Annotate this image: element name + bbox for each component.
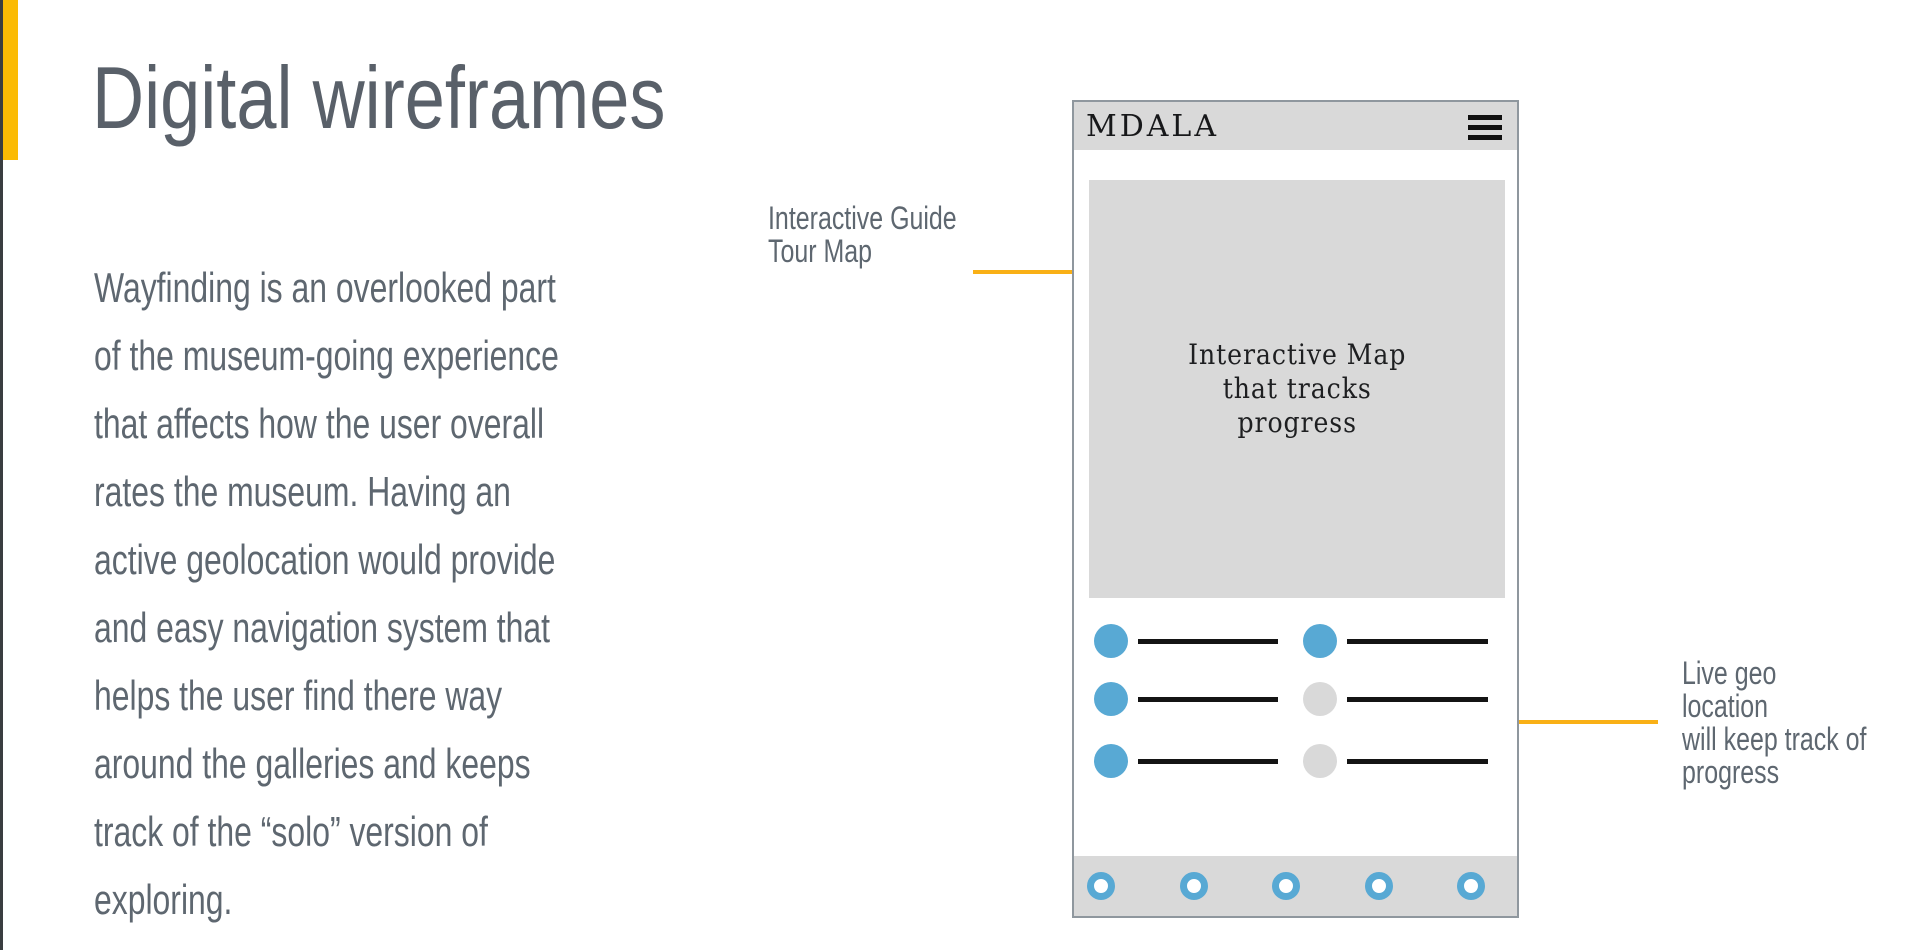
app-title: MDALA xyxy=(1086,109,1220,144)
hamburger-menu-icon[interactable] xyxy=(1468,115,1502,140)
annotation-live-geo-location: Live geo location will keep track of pro… xyxy=(1682,655,1867,790)
page-title: Digital wireframes xyxy=(92,48,666,147)
text-line-placeholder xyxy=(1138,697,1278,702)
slide-left-edge xyxy=(0,0,3,950)
phone-header-bar: MDALA xyxy=(1074,102,1517,150)
progress-dot-active xyxy=(1094,624,1128,658)
interactive-map-placeholder[interactable]: Interactive Map that tracks progress xyxy=(1089,180,1505,598)
progress-dot-inactive xyxy=(1303,682,1337,716)
bottom-nav-bar xyxy=(1074,856,1517,916)
progress-dot-active xyxy=(1094,682,1128,716)
progress-dot-active xyxy=(1094,744,1128,778)
map-label: Interactive Map that tracks progress xyxy=(1187,338,1407,439)
text-line-placeholder xyxy=(1138,639,1278,644)
accent-bar xyxy=(3,0,18,160)
nav-circle-icon[interactable] xyxy=(1457,872,1485,900)
progress-dot-inactive xyxy=(1303,744,1337,778)
nav-circle-icon[interactable] xyxy=(1272,872,1300,900)
arrow-shaft xyxy=(1488,720,1658,724)
nav-circle-icon[interactable] xyxy=(1087,872,1115,900)
progress-dot-active xyxy=(1303,624,1337,658)
nav-circle-icon[interactable] xyxy=(1364,872,1393,900)
phone-mockup: MDALA Interactive Map that tracks progre… xyxy=(1072,100,1519,918)
text-line-placeholder xyxy=(1347,759,1488,764)
arrow-shaft xyxy=(973,270,1147,274)
annotation-interactive-guide-tour-map: Interactive Guide Tour Map xyxy=(768,200,957,269)
text-line-placeholder xyxy=(1347,697,1488,702)
nav-circle-icon[interactable] xyxy=(1179,872,1208,900)
progress-row xyxy=(1074,682,1517,716)
progress-row xyxy=(1074,744,1517,778)
text-line-placeholder xyxy=(1347,639,1488,644)
text-line-placeholder xyxy=(1138,759,1278,764)
body-paragraph: Wayfinding is an overlooked part of the … xyxy=(94,264,559,923)
progress-row xyxy=(1074,624,1517,658)
